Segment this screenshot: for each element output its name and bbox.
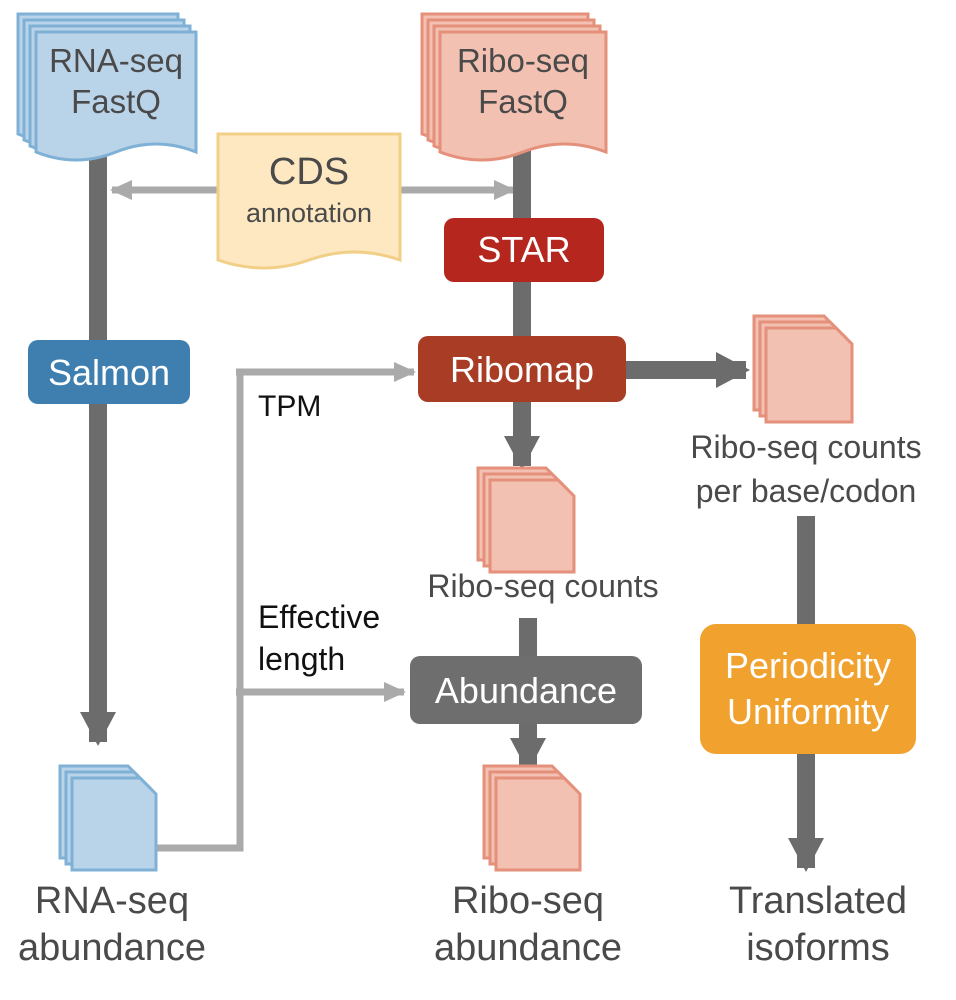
ribo-counts-document-icon <box>476 466 576 574</box>
rna-abundance-document-icon <box>58 764 158 872</box>
tpm-label: TPM <box>258 390 321 423</box>
ribo-base-counts-label-line1: Ribo-seq counts <box>690 429 921 465</box>
ribomap-tool-box: Ribomap <box>418 336 626 402</box>
abundance-tool-box: Abundance <box>410 656 642 724</box>
star-tool-box: STAR <box>444 218 604 282</box>
rna-abundance-label-line1: RNA-seq <box>35 880 189 922</box>
translated-isoforms-label-line2: isoforms <box>746 927 890 969</box>
rna-fastq-document-icon <box>16 12 198 162</box>
translated-isoforms-label-line1: Translated <box>729 880 907 922</box>
abundance-tool-label: Abundance <box>435 670 617 711</box>
salmon-tool-box: Salmon <box>28 340 190 404</box>
ribo-fastq-document-icon <box>420 12 608 162</box>
periodicity-uniformity-box: Periodicity Uniformity <box>700 624 916 754</box>
rna-fastq-label-line2: FastQ <box>71 83 161 120</box>
cds-annotation-document-icon <box>216 132 402 270</box>
ribomap-tool-label: Ribomap <box>450 349 594 390</box>
ribo-abundance-label-line2: abundance <box>434 927 622 969</box>
star-tool-label: STAR <box>477 229 570 270</box>
ribo-fastq-label-line1: Ribo-seq <box>457 42 589 79</box>
effective-length-label-line2: length <box>258 641 345 677</box>
periodicity-label-line2: Uniformity <box>727 691 889 732</box>
rna-abundance-feedback-line <box>152 372 244 852</box>
effective-length-label-line1: Effective <box>258 599 380 635</box>
rna-abundance-label-line2: abundance <box>18 927 206 969</box>
rna-fastq-label-line1: RNA-seq <box>49 42 183 79</box>
ribo-base-counts-label-line2: per base/codon <box>696 473 917 509</box>
ribo-base-counts-document-icon <box>752 314 854 424</box>
ribo-fastq-label-line2: FastQ <box>478 83 568 120</box>
ribo-abundance-document-icon <box>482 764 582 872</box>
ribo-counts-label: Ribo-seq counts <box>427 568 658 604</box>
periodicity-label-line1: Periodicity <box>725 645 891 686</box>
cds-label-line2: annotation <box>246 198 372 228</box>
ribo-abundance-label-line1: Ribo-seq <box>452 880 604 922</box>
cds-label-line1: CDS <box>269 151 349 193</box>
salmon-tool-label: Salmon <box>48 352 170 393</box>
